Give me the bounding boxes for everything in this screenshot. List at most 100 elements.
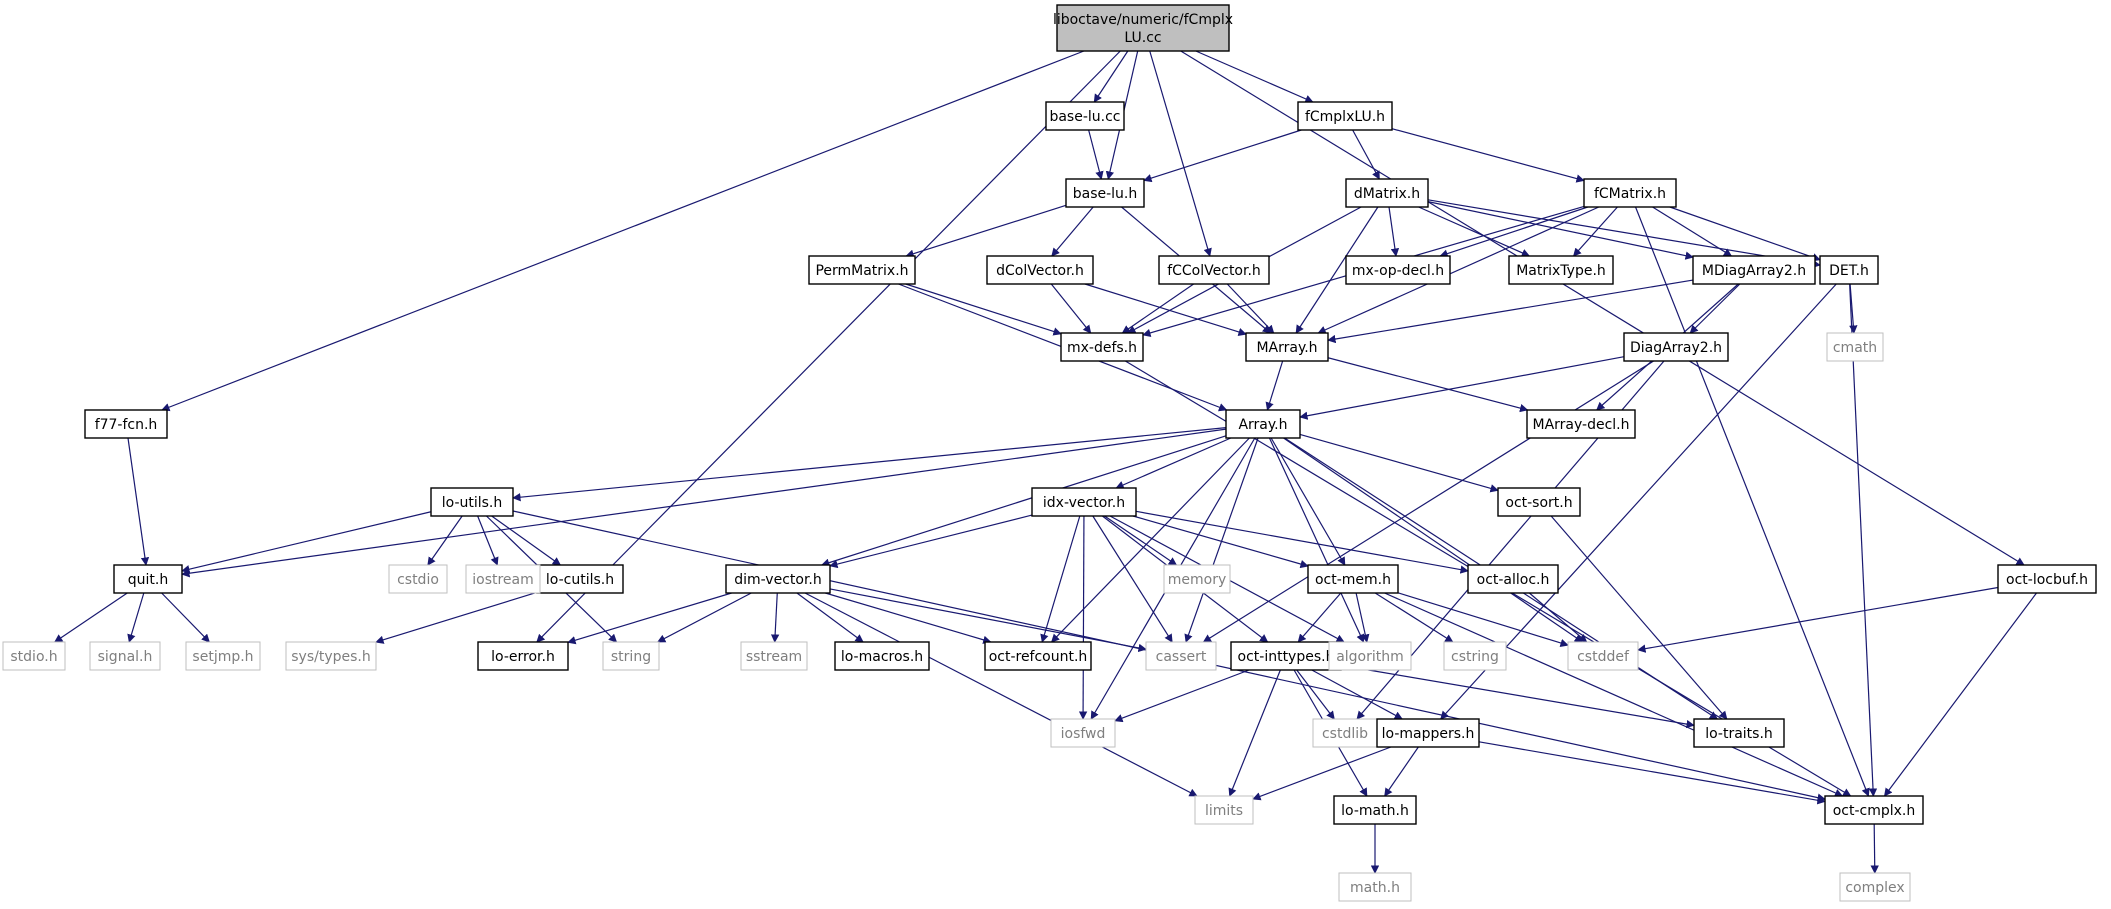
- edge-dMatrix-h-to-MArray-h: [1295, 206, 1379, 334]
- node-lo-math-h[interactable]: lo-math.h: [1333, 795, 1417, 825]
- node-box: [477, 641, 569, 671]
- node-label: oct-locbuf.h: [2006, 572, 2088, 588]
- edge-oct-inttypes-h-to-limits: [1228, 669, 1281, 797]
- edge-oct-mem-h-to-oct-cmplx-h: [1384, 592, 1844, 797]
- node-box: [725, 564, 831, 594]
- node-lo-mappers-h[interactable]: lo-mappers.h: [1376, 718, 1480, 748]
- node-label: fCMatrix.h: [1594, 186, 1666, 202]
- node-mx-defs-h[interactable]: mx-defs.h: [1060, 332, 1144, 362]
- node-MatrixType-h[interactable]: MatrixType.h: [1508, 255, 1614, 285]
- node-lo-macros-h[interactable]: lo-macros.h: [834, 641, 930, 671]
- node-oct-locbuf-h[interactable]: oct-locbuf.h: [1997, 564, 2097, 594]
- node-box: [1508, 255, 1614, 285]
- edge-idx-vector-h-to-cassert: [1092, 515, 1173, 643]
- edge-idx-vector-h-to-dim-vector-h: [829, 514, 1033, 569]
- node-limits: limits: [1194, 795, 1254, 825]
- node-MDiagArray2-h[interactable]: MDiagArray2.h: [1692, 255, 1816, 285]
- node-fCMatrix-h[interactable]: fCMatrix.h: [1583, 178, 1677, 208]
- node-mx-op-decl-h[interactable]: mx-op-decl.h: [1345, 255, 1451, 285]
- node-oct-refcount-h[interactable]: oct-refcount.h: [984, 641, 1092, 671]
- node-f77-fcn-h[interactable]: f77-fcn.h: [84, 409, 168, 439]
- node-box: [1312, 718, 1378, 748]
- node-DET-h[interactable]: DET.h: [1819, 255, 1879, 285]
- node-label: oct-alloc.h: [1477, 572, 1550, 588]
- node-box: [1345, 255, 1451, 285]
- edge-dim-vector-h-to-string: [656, 592, 752, 643]
- node-quit-h[interactable]: quit.h: [113, 564, 183, 594]
- edge-dim-vector-h-to-cassert: [829, 588, 1147, 653]
- edge-oct-alloc-h-to-cstddef: [1528, 592, 1588, 643]
- node-label: signal.h: [98, 649, 153, 665]
- node-idx-vector-h[interactable]: idx-vector.h: [1031, 487, 1137, 517]
- node-box: [89, 641, 161, 671]
- edge-fCmplxLU-h-to-fCMatrix-h: [1391, 128, 1585, 183]
- node-box: [1245, 332, 1329, 362]
- node-oct-inttypes-h[interactable]: oct-inttypes.h: [1230, 641, 1342, 671]
- node-box: [388, 564, 448, 594]
- node-box: [285, 641, 377, 671]
- node-sstream: sstream: [740, 641, 808, 671]
- node-root[interactable]: liboctave/numeric/fCmplxLU.cc: [1053, 4, 1233, 52]
- node-fCColVector-h[interactable]: fCColVector.h: [1158, 255, 1270, 285]
- node-box: [1225, 409, 1301, 439]
- node-base-lu-h[interactable]: base-lu.h: [1065, 178, 1145, 208]
- node-box: [1297, 101, 1393, 131]
- node-lo-traits-h[interactable]: lo-traits.h: [1693, 718, 1785, 748]
- edge-quit-h-to-signal-h: [127, 592, 145, 643]
- edge-dColVector-h-to-mx-defs-h: [1050, 283, 1092, 334]
- node-label: base-lu.cc: [1049, 109, 1120, 125]
- node-Array-h[interactable]: Array.h: [1225, 409, 1301, 439]
- node-base-lu-cc[interactable]: base-lu.cc: [1045, 101, 1125, 131]
- node-box: [2, 641, 66, 671]
- node-PermMatrix-h[interactable]: PermMatrix.h: [808, 255, 916, 285]
- node-box: [1307, 564, 1399, 594]
- node-MArray-h[interactable]: MArray.h: [1245, 332, 1329, 362]
- node-label: oct-mem.h: [1315, 572, 1391, 588]
- node-label: cstdlib: [1322, 726, 1368, 742]
- edge-DiagArray2-h-to-Array-h: [1299, 356, 1625, 420]
- edge-MArray-h-to-Array-h: [1265, 360, 1284, 411]
- node-label: base-lu.h: [1073, 186, 1138, 202]
- edge-Array-h-to-dim-vector-h: [821, 435, 1227, 567]
- node-oct-sort-h[interactable]: oct-sort.h: [1497, 487, 1581, 517]
- node-label: oct-inttypes.h: [1238, 649, 1335, 665]
- node-label: mx-defs.h: [1067, 340, 1137, 356]
- edge-Array-h-to-oct-refcount-h: [1050, 437, 1250, 643]
- edge-quit-h-to-setjmp-h: [161, 592, 210, 643]
- edge-Array-h-to-cstddef: [1283, 437, 1584, 643]
- node-DiagArray2-h[interactable]: DiagArray2.h: [1623, 332, 1729, 362]
- edge-Array-h-to-idx-vector-h: [1115, 437, 1232, 489]
- node-stdio-h: stdio.h: [2, 641, 66, 671]
- node-box: [740, 641, 808, 671]
- node-box: [1583, 178, 1677, 208]
- node-label: cstring: [1451, 649, 1499, 665]
- node-lo-utils-h[interactable]: lo-utils.h: [430, 487, 514, 517]
- node-dim-vector-h[interactable]: dim-vector.h: [725, 564, 831, 594]
- node-MArray-decl-h[interactable]: MArray-decl.h: [1526, 409, 1636, 439]
- node-label: memory: [1168, 572, 1227, 588]
- edge-base-lu-h-to-PermMatrix-h: [905, 204, 1067, 258]
- node-box: [1693, 718, 1785, 748]
- node-iostream: iostream: [465, 564, 541, 594]
- edge-idx-vector-h-to-oct-alloc-h: [1135, 510, 1469, 574]
- edge-DiagArray2-h-to-cassert: [1202, 360, 1654, 643]
- node-lo-error-h[interactable]: lo-error.h: [477, 641, 569, 671]
- node-oct-cmplx-h[interactable]: oct-cmplx.h: [1824, 795, 1924, 825]
- edge-oct-mem-h-to-oct-inttypes-h: [1297, 592, 1342, 643]
- node-label: idx-vector.h: [1043, 495, 1125, 511]
- node-label: MArray.h: [1256, 340, 1317, 356]
- node-box: [1819, 255, 1879, 285]
- node-fCmplxLU-h[interactable]: fCmplxLU.h: [1297, 101, 1393, 131]
- node-label: fCColVector.h: [1167, 263, 1261, 279]
- node-oct-mem-h[interactable]: oct-mem.h: [1307, 564, 1399, 594]
- node-lo-cutils-h[interactable]: lo-cutils.h: [536, 564, 624, 594]
- edge-dim-vector-h-to-sstream: [770, 592, 780, 643]
- node-box: [1031, 487, 1137, 517]
- node-oct-alloc-h[interactable]: oct-alloc.h: [1467, 564, 1559, 594]
- node-dColVector-h[interactable]: dColVector.h: [986, 255, 1094, 285]
- node-box: [465, 564, 541, 594]
- edge-fCMatrix-h-to-MatrixType-h: [1572, 206, 1618, 257]
- edge-fCMatrix-h-to-MDiagArray2-h: [1652, 206, 1733, 257]
- node-box: [430, 487, 514, 517]
- node-dMatrix-h[interactable]: dMatrix.h: [1345, 178, 1429, 208]
